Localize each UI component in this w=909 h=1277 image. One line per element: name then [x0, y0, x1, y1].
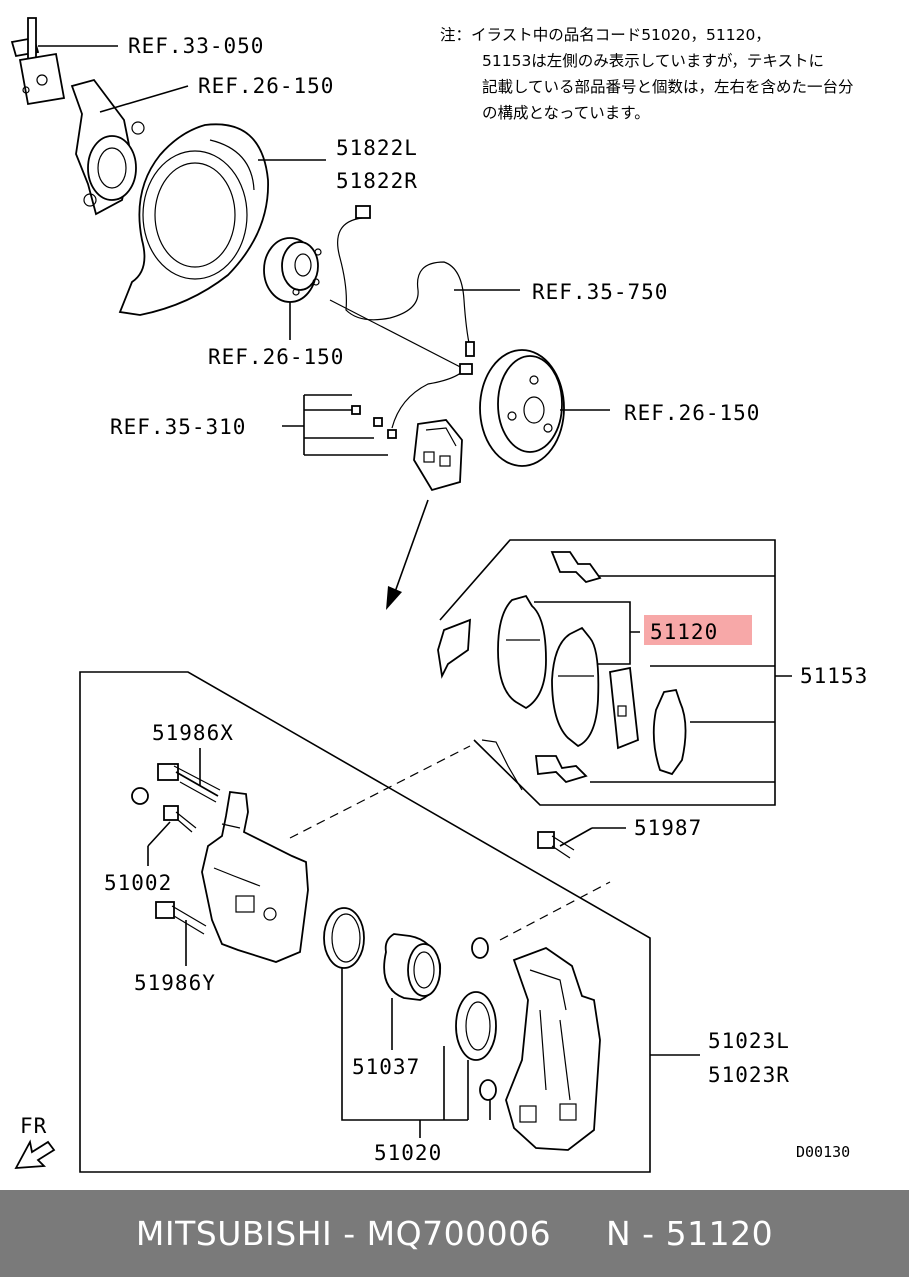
label-51822R: 51822R: [336, 169, 418, 193]
pad-spring: [481, 739, 523, 791]
pad-shim-right: [652, 688, 687, 776]
label-51986X: 51986X: [152, 721, 234, 745]
note-line-2: 51153は左側のみ表示していますが，テキストに: [482, 52, 824, 70]
dust-shield-part: [118, 123, 269, 316]
label-51020: 51020: [374, 1141, 442, 1165]
caliper-piston-part: [383, 933, 442, 1001]
note-line-4: の構成となっています。: [482, 104, 650, 122]
label-51153: 51153: [800, 664, 868, 688]
label-ref-26-150-a: REF.26-150: [198, 74, 334, 98]
piston-boot-part: [455, 937, 497, 1101]
brake-hose-part: [351, 363, 473, 439]
guide-pin-bolt-x: [157, 763, 221, 803]
caliper-assembly-small: [413, 419, 463, 492]
note-line-3: 記載している部品番号と個数は，左右を含めた一台分: [482, 78, 854, 96]
label-51120: 51120: [650, 620, 718, 644]
label-51002: 51002: [104, 871, 172, 895]
brake-disc-part: [479, 349, 565, 467]
bleeder-screw-part: [131, 787, 197, 833]
pad-clip-top: [550, 551, 602, 584]
label-51987: 51987: [634, 816, 702, 840]
exploded-view-arrow: [386, 499, 429, 610]
caliper-body-part: [201, 790, 309, 963]
parts-diagram: 注：イラスト中の品名コード51020，51120， 51153は左側のみ表示して…: [10, 17, 868, 1173]
brake-pad-outer: [497, 594, 547, 710]
steering-bracket-part: [10, 17, 66, 106]
label-ref-35-750: REF.35-750: [532, 280, 668, 304]
banner-text: MITSUBISHI - MQ700006 N - 51120: [135, 1214, 774, 1253]
steering-knuckle-part: [70, 78, 145, 216]
front-direction-arrow: FR: [14, 1114, 56, 1170]
anti-squeal-shim-left: [437, 618, 471, 679]
label-51037: 51037: [352, 1055, 420, 1079]
diagram-code: D00130: [796, 1143, 850, 1161]
label-ref-26-150-b: REF.26-150: [208, 345, 344, 369]
piston-seal-part: [323, 907, 365, 969]
label-ref-26-150-c: REF.26-150: [624, 401, 760, 425]
pad-shim-plate: [609, 666, 639, 750]
label-51023L: 51023L: [708, 1029, 790, 1053]
caliper-support-bracket: [505, 946, 601, 1151]
label-ref-33-050: REF.33-050: [128, 34, 264, 58]
label-51986Y: 51986Y: [134, 971, 216, 995]
note-line-1: 注：イラスト中の品名コード51020，51120，: [440, 26, 771, 44]
label-51023R: 51023R: [708, 1063, 790, 1087]
highlight-51120: [644, 615, 752, 645]
wheel-hub-part: [263, 237, 322, 303]
brake-pad-inner: [551, 626, 600, 748]
caliper-bolt-part: [537, 831, 575, 859]
abs-sensor-cable-part: [337, 205, 475, 357]
label-51822L: 51822L: [336, 136, 418, 160]
guide-pin-bolt-y: [155, 901, 207, 935]
pad-clip-bottom: [534, 755, 588, 784]
label-ref-35-310: REF.35-310: [110, 415, 246, 439]
label-fr: FR: [20, 1114, 47, 1138]
part-number-banner: MITSUBISHI - MQ700006 N - 51120: [0, 1190, 909, 1277]
